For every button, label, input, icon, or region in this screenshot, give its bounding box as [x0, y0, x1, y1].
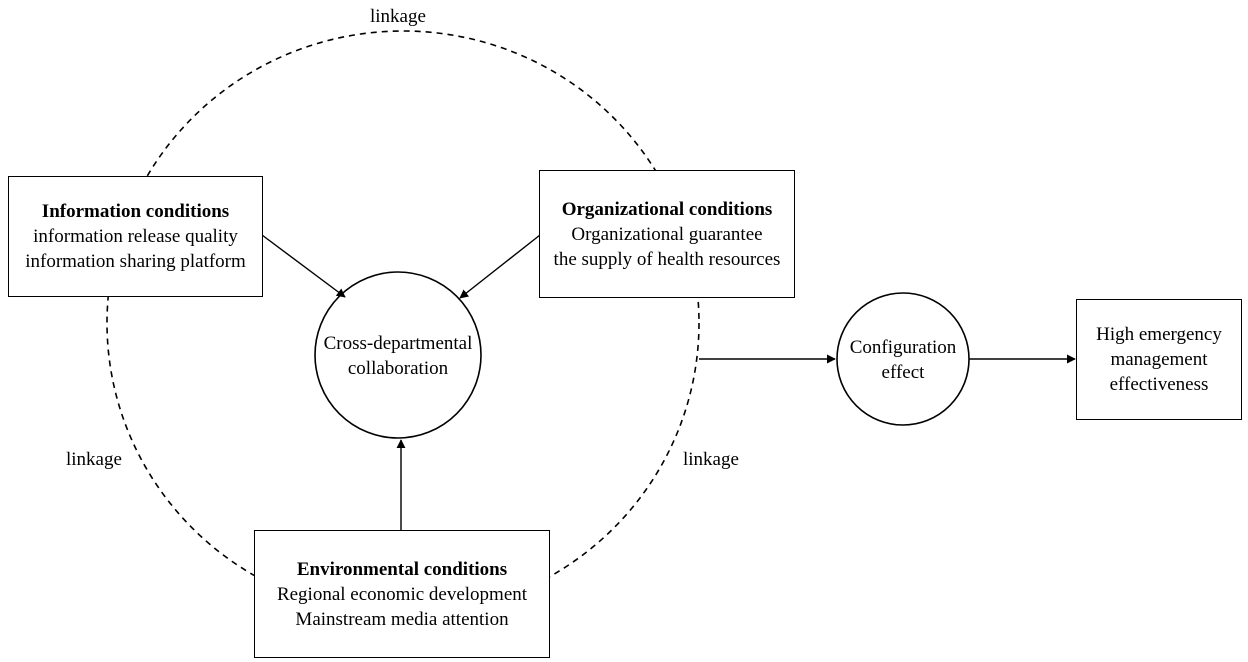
linkage-dashed-ring — [106, 30, 700, 616]
outcome-box: High emergency management effectiveness — [1076, 299, 1242, 420]
collaboration-label: Cross-departmental collaboration — [315, 330, 481, 382]
organizational-conditions-line-2: the supply of health resources — [553, 248, 781, 270]
configuration-line-1: Configuration — [849, 337, 957, 358]
arrow-organizational-to-collaboration — [459, 234, 541, 299]
linkage-label-right: linkage — [683, 449, 739, 470]
configuration-line-2: effect — [881, 362, 925, 383]
arrow-information-to-collaboration — [261, 234, 346, 298]
organizational-conditions-line-1: Organizational guarantee — [571, 223, 763, 245]
information-conditions-line-1: information release quality — [33, 226, 238, 247]
outcome-line-3: effectiveness — [1109, 374, 1209, 395]
information-conditions-box: Information conditions information relea… — [8, 176, 263, 297]
organizational-conditions-box: Organizational conditions Organizational… — [539, 170, 795, 298]
environmental-conditions-box: Environmental conditions Regional econom… — [254, 530, 550, 658]
environmental-conditions-title: Environmental conditions — [296, 558, 508, 580]
information-conditions-line-2: information sharing platform — [25, 251, 246, 272]
environmental-conditions-line-2: Mainstream media attention — [295, 608, 509, 630]
linkage-label-top: linkage — [370, 6, 426, 27]
linkage-label-left: linkage — [66, 449, 122, 470]
information-conditions-title: Information conditions — [41, 201, 230, 222]
configuration-label: Configuration effect — [840, 334, 966, 386]
outcome-line-1: High emergency — [1096, 324, 1222, 345]
outcome-line-2: management — [1110, 349, 1208, 370]
collaboration-line-2: collaboration — [347, 358, 449, 379]
collaboration-line-1: Cross-departmental — [323, 333, 473, 354]
organizational-conditions-title: Organizational conditions — [561, 198, 773, 220]
collaboration-circle — [314, 271, 482, 439]
environmental-conditions-line-1: Regional economic development — [276, 583, 528, 605]
